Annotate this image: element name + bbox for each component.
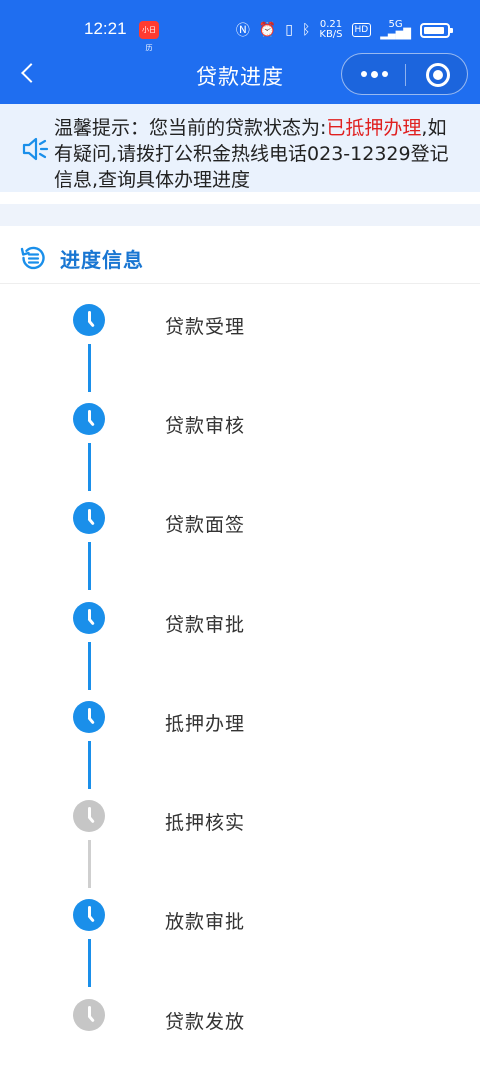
battery-icon <box>420 22 453 38</box>
timeline-step: 贷款受理 <box>0 300 480 400</box>
speaker-icon <box>22 137 49 161</box>
timeline-connector <box>88 840 91 888</box>
more-dots-icon[interactable] <box>358 66 390 82</box>
timeline-step: 放款审批 <box>0 895 480 995</box>
hd-icon: HD <box>351 23 372 37</box>
alarm-icon: ⏰ <box>258 22 277 38</box>
signal-label: 5G <box>388 19 403 30</box>
status-bar: 12:21 小日历 Ⓝ ⏰ ▯ ᛒ 0.21 KB/S HD 5G▂▄▆█ <box>0 0 480 52</box>
timeline-connector <box>88 344 91 392</box>
step-label: 贷款面签 <box>165 514 246 536</box>
step-label: 抵押核实 <box>165 812 246 834</box>
list-history-icon <box>20 246 45 270</box>
nav-bar: 贷款进度 <box>0 50 480 104</box>
status-time: 12:21 <box>84 19 127 38</box>
timeline-connector <box>88 642 91 690</box>
clock-icon <box>73 403 105 435</box>
section-title: 进度信息 <box>60 248 144 272</box>
timeline-step: 贷款发放 <box>0 995 480 1067</box>
target-circle-icon[interactable] <box>426 63 450 87</box>
clock-icon <box>73 800 105 832</box>
clock-icon <box>73 701 105 733</box>
net-speed-unit: KB/S <box>319 29 343 40</box>
notice-prefix: 温馨提示：您当前的贷款状态为: <box>54 117 327 139</box>
clock-icon <box>73 304 105 336</box>
section-divider-band <box>0 204 480 226</box>
bluetooth-icon: ᛒ <box>301 22 311 38</box>
top-bar: 12:21 小日历 Ⓝ ⏰ ▯ ᛒ 0.21 KB/S HD 5G▂▄▆█ 贷款… <box>0 0 480 104</box>
mini-program-capsule <box>341 53 468 95</box>
timeline-step: 抵押核实 <box>0 796 480 896</box>
timeline-connector <box>88 542 91 590</box>
nfc-icon: Ⓝ <box>235 23 250 39</box>
clock-icon <box>73 999 105 1031</box>
clock-icon <box>73 602 105 634</box>
step-label: 贷款审核 <box>165 415 246 437</box>
clock-icon <box>73 502 105 534</box>
capsule-divider <box>405 64 406 86</box>
step-label: 贷款受理 <box>165 316 246 338</box>
step-label: 贷款审批 <box>165 614 246 636</box>
clock-icon <box>73 899 105 931</box>
section-header: 进度信息 <box>0 236 480 284</box>
timeline-step: 贷款面签 <box>0 498 480 598</box>
net-speed-value: 0.21 <box>319 19 343 30</box>
step-label: 放款审批 <box>165 911 246 933</box>
notice-banner: 温馨提示：您当前的贷款状态为:已抵押办理,如有疑问,请拨打公积金热线电话023-… <box>0 104 480 192</box>
app-badge-icon: 小日历 <box>139 21 159 52</box>
net-speed: 0.21 KB/S <box>319 20 342 40</box>
timeline-connector <box>88 939 91 987</box>
spacer <box>0 192 480 204</box>
vibrate-icon: ▯ <box>285 22 293 38</box>
notice-status: 已抵押办理 <box>326 117 422 139</box>
timeline-step: 贷款审批 <box>0 598 480 698</box>
step-label: 贷款发放 <box>165 1011 246 1033</box>
timeline-connector <box>88 741 91 789</box>
timeline-step: 抵押办理 <box>0 697 480 797</box>
notice-text: 温馨提示：您当前的贷款状态为:已抵押办理,如有疑问,请拨打公积金热线电话023-… <box>54 115 454 193</box>
status-icons: Ⓝ ⏰ ▯ ᛒ 0.21 KB/S HD 5G▂▄▆█ <box>235 17 453 43</box>
step-label: 抵押办理 <box>165 713 246 735</box>
page-title: 贷款进度 <box>196 65 284 89</box>
notice-suffix: ,如有疑问,请拨打公积金热线电话023-12329登记信息,查询具体办理进度 <box>54 117 449 191</box>
signal-icon: 5G▂▄▆█ <box>380 19 411 40</box>
timeline-connector <box>88 443 91 491</box>
timeline-step: 贷款审核 <box>0 399 480 499</box>
